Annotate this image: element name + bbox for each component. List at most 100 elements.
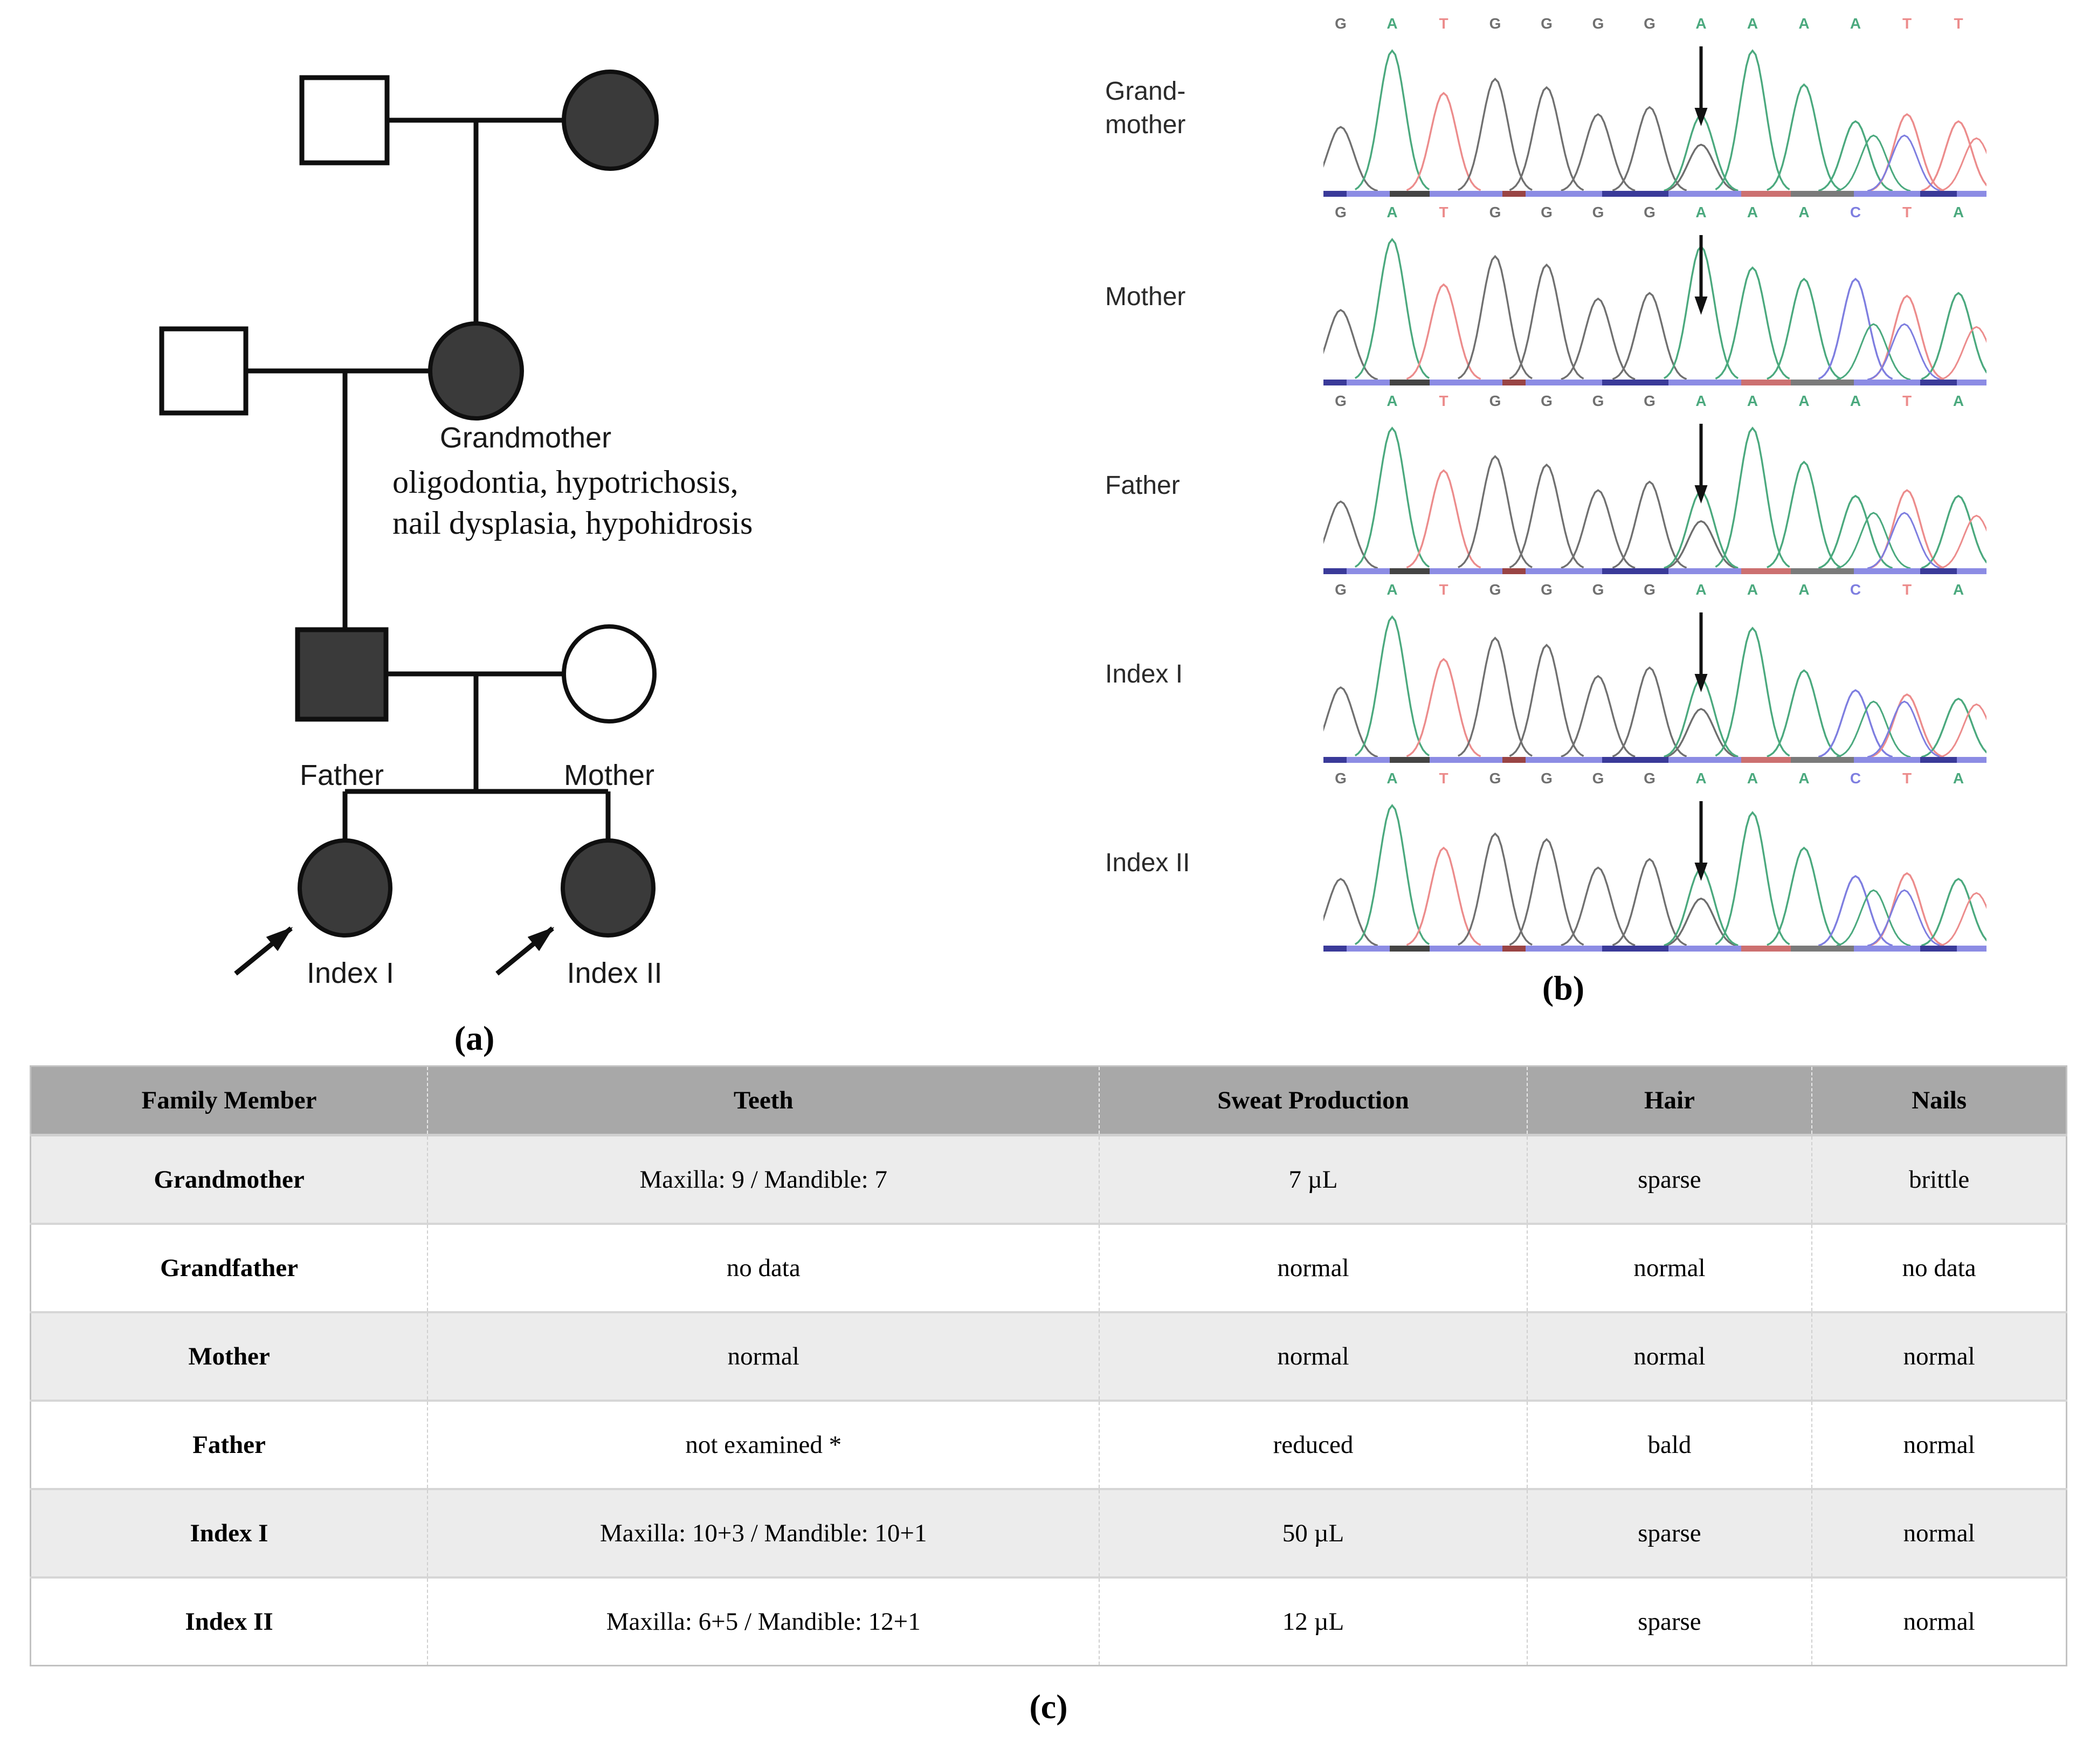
- base-call-letter: A: [1695, 204, 1706, 220]
- mutation-arrow-head: [1694, 485, 1708, 504]
- tail-overlay-peak: [1939, 514, 1986, 569]
- baseline-segment: [1920, 757, 1957, 763]
- mutation-arrow-head: [1694, 674, 1708, 692]
- gen2-male-square: [159, 326, 249, 416]
- panel-b-label: (b): [1542, 969, 1585, 1007]
- base-call-letter: G: [1489, 392, 1501, 409]
- base-peak-G: [1458, 77, 1533, 191]
- mother-label: Mother: [564, 759, 654, 791]
- chromatogram-row-label: Grand-mother: [1051, 14, 1323, 203]
- tail-overlay-peak: [1867, 889, 1942, 947]
- base-peak-A: [1354, 238, 1430, 379]
- heterozygous-g-peak: [1664, 708, 1739, 759]
- father-label: Father: [300, 759, 384, 791]
- tail-overlay-peak: [1836, 134, 1911, 192]
- baseline-segment: [1602, 380, 1668, 385]
- baseline-segment: [1390, 380, 1430, 385]
- pedigree-lines: [246, 118, 611, 843]
- base-peak-A: [1715, 49, 1790, 190]
- base-call-letter: T: [1439, 581, 1448, 598]
- baseline-segment: [1323, 380, 1347, 385]
- base-call-letter: G: [1541, 581, 1553, 598]
- baseline-segment: [1502, 946, 1526, 952]
- base-call-letter: A: [1798, 581, 1809, 598]
- baseline-segment: [1602, 191, 1668, 197]
- baseline-segment: [1741, 191, 1791, 197]
- base-peak-T: [1870, 693, 1944, 758]
- base-call-letter: A: [1386, 392, 1397, 409]
- base-peak-A: [1921, 698, 1986, 758]
- base-call-letter: T: [1902, 15, 1912, 32]
- tail-overlay-peak: [1867, 323, 1942, 381]
- base-peak-A: [1767, 83, 1841, 191]
- grandmother-label: Grandmother: [440, 422, 611, 454]
- baseline-segment: [1323, 946, 1347, 952]
- header-sweat: Sweat Production: [1099, 1066, 1527, 1136]
- grandmother-phenotype-line1: oligodontia, hypotrichosis,: [392, 464, 739, 500]
- base-call-letter: G: [1592, 204, 1604, 220]
- cell-hair: bald: [1526, 1401, 1812, 1489]
- base-call-letter: C: [1850, 581, 1861, 598]
- baseline-segment: [1920, 946, 1957, 952]
- base-peak-A: [1921, 292, 1986, 380]
- chromatogram-row-label: Father: [1051, 391, 1323, 580]
- base-peak-A: [1767, 278, 1841, 380]
- base-call-letter: G: [1335, 15, 1347, 32]
- base-call-letter: T: [1902, 204, 1912, 220]
- heterozygous-g-peak: [1664, 897, 1739, 947]
- panel-pedigree: Grandmother oligodontia, hypotrichosis, …: [0, 0, 1051, 1057]
- base-call-letter: G: [1592, 15, 1604, 32]
- base-call-letter: A: [1386, 204, 1397, 220]
- base-peak-G: [1323, 878, 1378, 947]
- cell-sweat: 50 µL: [1099, 1489, 1527, 1577]
- index2-label: Index II: [567, 957, 662, 989]
- base-peak-A: [1354, 426, 1430, 568]
- header-family-member: Family Member: [30, 1066, 427, 1136]
- base-peak-A: [1921, 878, 1986, 947]
- cell-hair: normal: [1526, 1312, 1812, 1401]
- chromatogram-row-label-line: Father: [1105, 471, 1180, 500]
- base-call-letter: G: [1335, 392, 1347, 409]
- pedigree-diagram: Grandmother oligodontia, hypotrichosis, …: [159, 70, 753, 989]
- phenotype-table: Family Member Teeth Sweat Production Hai…: [30, 1065, 2067, 1666]
- base-call-letter: C: [1850, 204, 1861, 220]
- chromatogram-row-label-line: Index II: [1105, 848, 1190, 877]
- base-peak-A: [1715, 811, 1790, 946]
- cell-teeth: normal: [426, 1312, 1100, 1401]
- header-teeth: Teeth: [426, 1066, 1100, 1136]
- header-nails: Nails: [1811, 1066, 2067, 1136]
- cell-sweat: normal: [1099, 1312, 1527, 1401]
- table-header: Family Member Teeth Sweat Production Hai…: [30, 1066, 2067, 1136]
- base-call-letter: G: [1489, 581, 1501, 598]
- base-call-letter: G: [1644, 392, 1655, 409]
- baseline-segment: [1602, 568, 1668, 574]
- mutation-arrow-head: [1694, 863, 1708, 881]
- baseline-segment: [1602, 946, 1668, 952]
- base-peak-G: [1509, 86, 1584, 191]
- baseline-segment: [1791, 946, 1854, 952]
- base-call-letter: A: [1386, 770, 1397, 787]
- base-call-letter: G: [1541, 392, 1553, 409]
- base-peak-G: [1612, 858, 1687, 946]
- base-peak-G: [1458, 832, 1533, 946]
- base-peak-G: [1509, 263, 1584, 380]
- heterozygous-g-peak: [1664, 143, 1739, 192]
- cell-member: Mother: [188, 1342, 270, 1370]
- base-peak-T: [1406, 92, 1481, 191]
- chromatogram-row-label: Mother: [1051, 203, 1323, 391]
- tail-overlay-peak: [1939, 892, 1986, 947]
- baseline-segment: [1502, 191, 1526, 197]
- father-square-affected: [295, 627, 389, 722]
- base-peak-G: [1509, 838, 1584, 946]
- base-call-letter: G: [1592, 392, 1604, 409]
- cell-teeth: no data: [426, 1224, 1100, 1312]
- base-call-letter: T: [1439, 392, 1448, 409]
- baseline-segment: [1602, 757, 1668, 763]
